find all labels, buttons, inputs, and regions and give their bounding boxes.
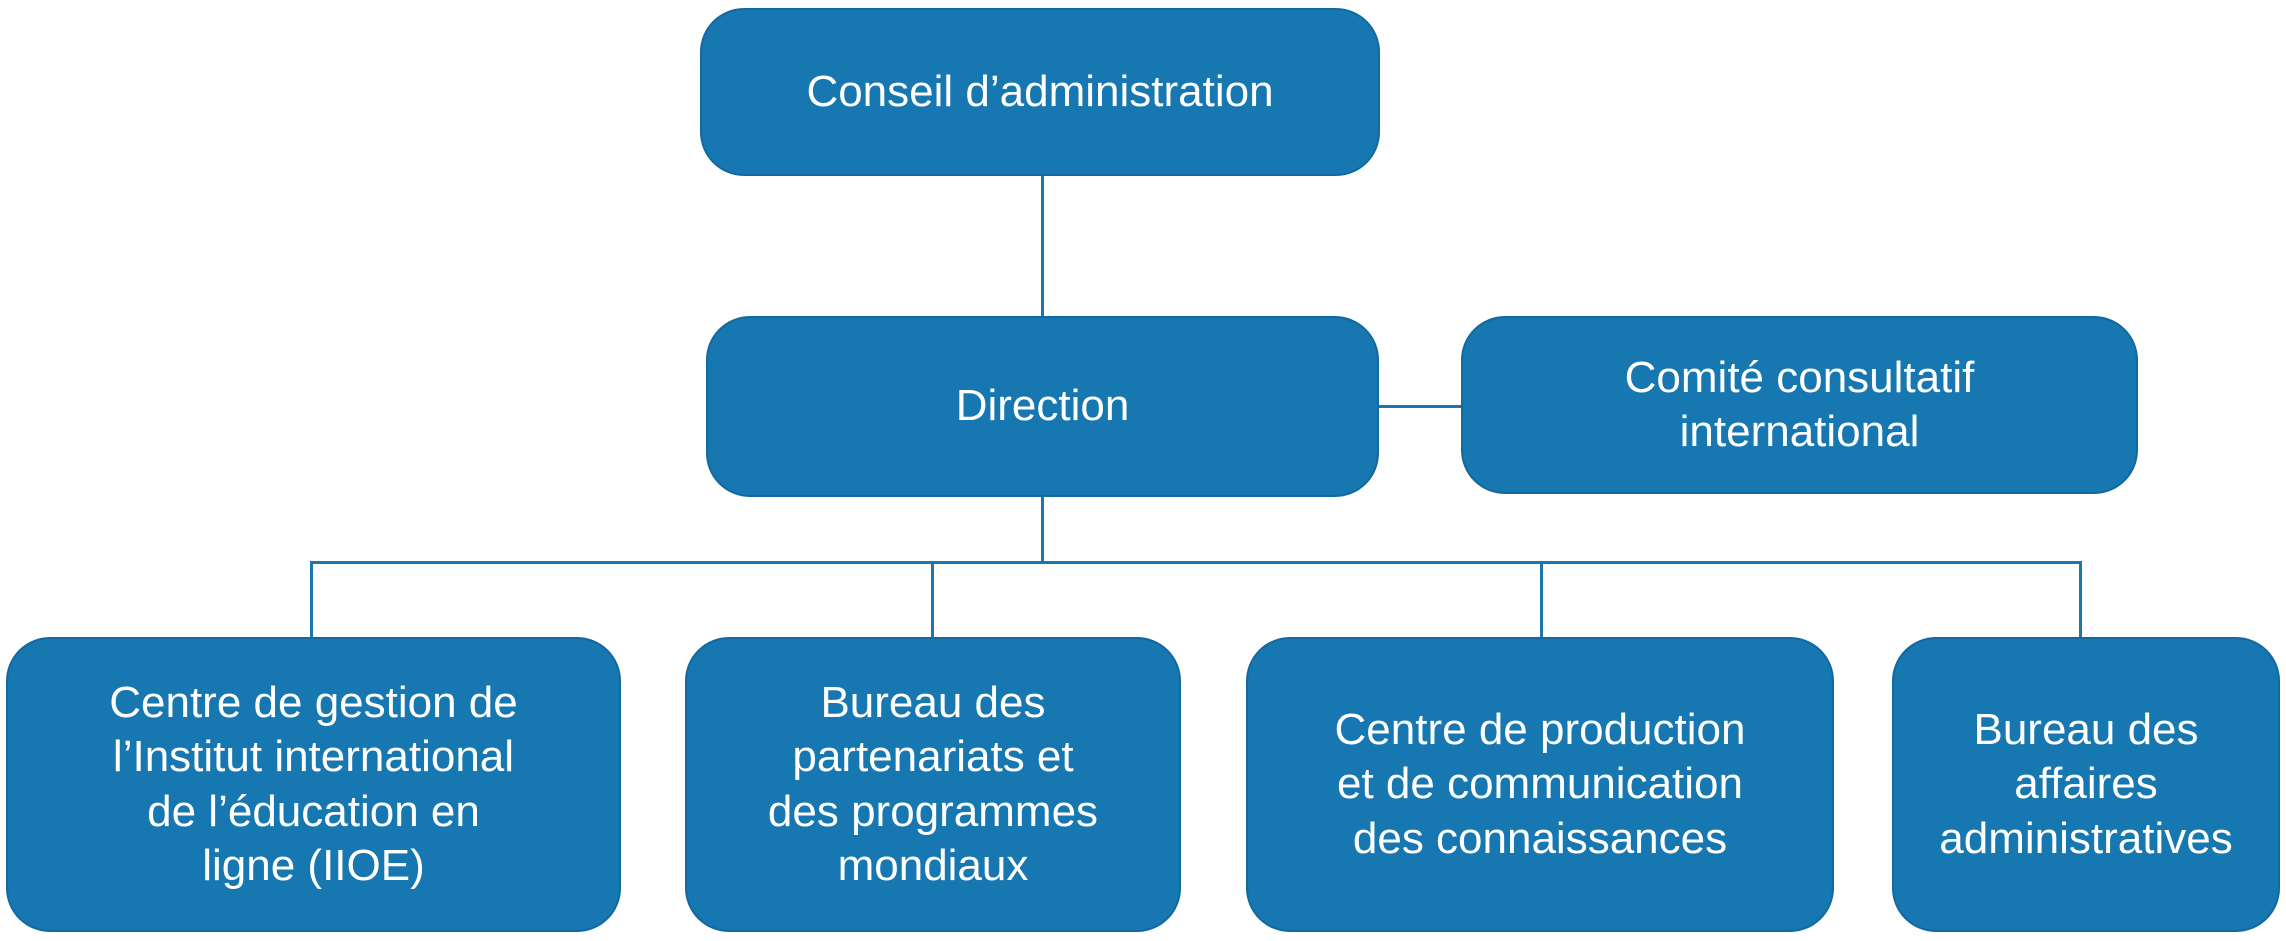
node-direction-label: Direction <box>955 381 1130 431</box>
connector-direction-to-bus <box>1041 497 1044 563</box>
node-conseil-administration: Conseil d’administration <box>700 8 1380 176</box>
node-centre-production-connaissances: Centre de production et de communication… <box>1246 637 1834 932</box>
connector-bus-to-partenariats <box>931 561 934 637</box>
node-bureau-affaires-administratives: Bureau des affaires administratives <box>1892 637 2280 932</box>
connector-conseil-to-direction <box>1041 176 1044 316</box>
node-comite-consultatif-label: Comité consultatif international <box>1624 352 1975 456</box>
connector-horizontal-bus <box>310 561 2082 564</box>
node-conseil-administration-label: Conseil d’administration <box>806 66 1274 116</box>
node-centre-gestion-iioe-label: Centre de gestion de l’Institut internat… <box>109 678 518 890</box>
node-centre-gestion-iioe: Centre de gestion de l’Institut internat… <box>6 637 621 932</box>
node-bureau-partenariats-label: Bureau des partenariats et des programme… <box>767 678 1099 890</box>
connector-bus-to-iioe <box>310 561 313 637</box>
node-comite-consultatif: Comité consultatif international <box>1461 316 2138 494</box>
connector-bus-to-production <box>1540 561 1543 637</box>
node-bureau-partenariats: Bureau des partenariats et des programme… <box>685 637 1181 932</box>
connector-direction-to-comite <box>1379 405 1461 408</box>
node-centre-production-connaissances-label: Centre de production et de communication… <box>1334 705 1746 863</box>
connector-bus-to-affaires <box>2079 561 2082 637</box>
node-direction: Direction <box>706 316 1379 497</box>
node-bureau-affaires-administratives-label: Bureau des affaires administratives <box>1939 705 2233 863</box>
